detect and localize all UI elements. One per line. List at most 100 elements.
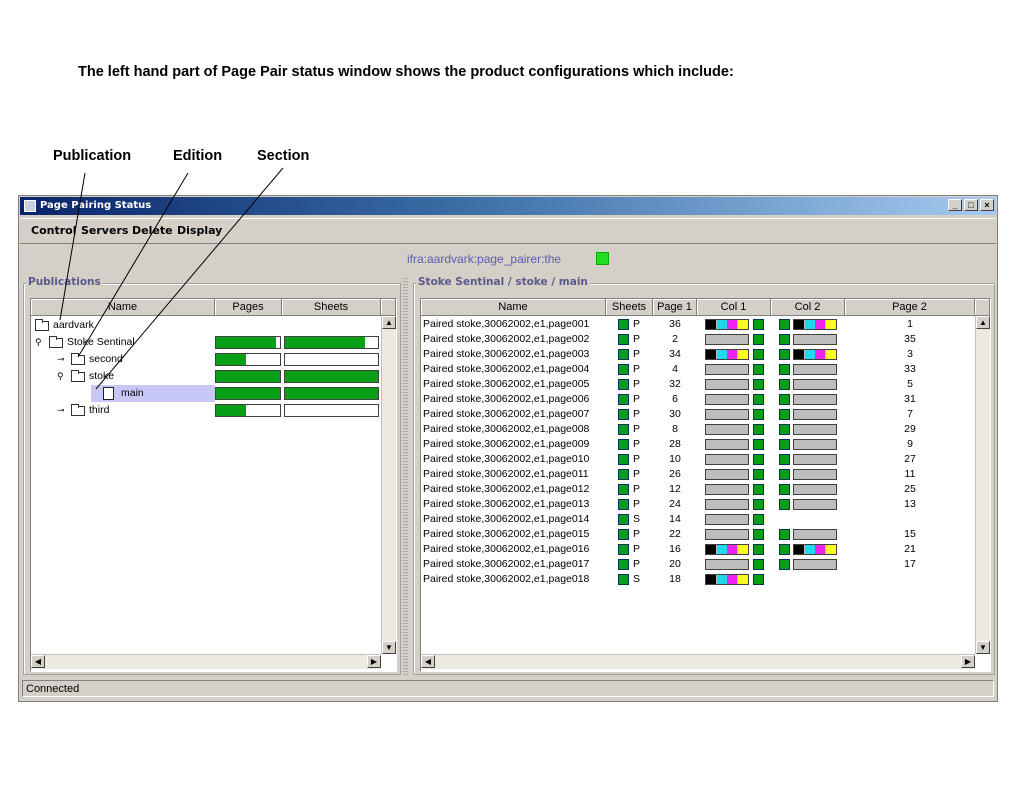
sheet-status-icon [618, 469, 629, 480]
publications-horizontal-scrollbar[interactable]: ◀ ▶ [31, 654, 381, 669]
expanded-node-icon[interactable]: ⚲ [35, 337, 42, 347]
col2-plates [793, 394, 837, 405]
collapsed-node-icon[interactable]: ⊸ [57, 405, 65, 415]
detail-horizontal-scrollbar[interactable]: ◀ ▶ [421, 654, 975, 669]
tree-node-label[interactable]: third [89, 404, 110, 416]
publications-vertical-scrollbar[interactable]: ▲ ▼ [381, 316, 396, 654]
column-header-page2[interactable]: Page 2 [845, 299, 975, 316]
menu-delete[interactable]: Delete [132, 224, 173, 237]
status-bar: Connected [22, 680, 994, 697]
column-header-col2[interactable]: Col 2 [771, 299, 845, 316]
minimize-button[interactable]: _ [948, 199, 962, 211]
page1-number: 36 [669, 318, 681, 330]
sheets-progress-fill [285, 337, 365, 348]
column-header-name[interactable]: Name [31, 299, 215, 316]
pages-progress-bar [215, 353, 281, 366]
scroll-down-icon[interactable]: ▼ [976, 641, 990, 654]
app-icon [24, 200, 36, 212]
yellow-plate [825, 320, 836, 329]
sheet-type: P [633, 498, 641, 510]
tree-node-label[interactable]: main [121, 387, 144, 399]
maximize-button[interactable]: □ [964, 199, 978, 211]
title-bar[interactable]: Page Pairing Status _ □ × [20, 197, 996, 215]
sheet-status-icon [618, 349, 629, 360]
sheet-status-icon [618, 439, 629, 450]
scroll-left-icon[interactable]: ◀ [31, 655, 45, 668]
tree-row[interactable]: ⚲ Stoke Sentinal [31, 334, 381, 351]
page-pair-name: Paired stoke,30062002,e1,page011 [423, 468, 589, 480]
publications-label: Publications [26, 276, 103, 288]
pages-progress-bar [215, 387, 281, 400]
page2-number: 33 [904, 363, 916, 375]
col2-plates [793, 544, 837, 555]
col1-plates [705, 529, 749, 540]
expanded-node-icon[interactable]: ⚲ [57, 371, 64, 381]
scroll-left-icon[interactable]: ◀ [421, 655, 435, 668]
column-header-sheets[interactable]: Sheets [606, 299, 653, 316]
sheet-type: P [633, 438, 641, 450]
yellow-plate [737, 350, 748, 359]
page2-number: 9 [907, 438, 913, 450]
sheet-type: P [633, 528, 641, 540]
tree-node-label[interactable]: aardvark [53, 319, 94, 331]
split-pane-divider[interactable] [403, 276, 408, 676]
tree-node-label[interactable]: second [89, 353, 123, 365]
col1-plates [705, 544, 749, 555]
page2-number: 7 [907, 408, 913, 420]
tree-row[interactable]: ⚲ stoke [31, 368, 381, 385]
col2-status-icon [779, 499, 790, 510]
sheet-type: P [633, 318, 641, 330]
collapsed-node-icon[interactable]: ⊸ [57, 354, 65, 364]
sheet-type: P [633, 408, 641, 420]
page-pair-name: Paired stoke,30062002,e1,page014 [423, 513, 590, 525]
sheet-type: P [633, 558, 641, 570]
close-button[interactable]: × [980, 199, 994, 211]
scroll-up-icon[interactable]: ▲ [976, 316, 990, 329]
magenta-plate [727, 350, 737, 359]
tree-row[interactable]: main [31, 385, 381, 402]
col1-plates [705, 334, 749, 345]
magenta-plate [815, 320, 825, 329]
scroll-right-icon[interactable]: ▶ [961, 655, 975, 668]
page2-number: 3 [907, 348, 913, 360]
col1-plates [705, 424, 749, 435]
menu-control[interactable]: Control [31, 224, 77, 237]
scroll-up-icon[interactable]: ▲ [382, 316, 396, 329]
tree-node-label[interactable]: stoke [89, 370, 115, 382]
tree-row[interactable]: ⊸ second [31, 351, 381, 368]
column-header-sheets[interactable]: Sheets [282, 299, 381, 316]
scroll-right-icon[interactable]: ▶ [367, 655, 381, 668]
column-header-page1[interactable]: Page 1 [653, 299, 697, 316]
menu-display[interactable]: Display [177, 224, 223, 237]
tree-row[interactable]: ⊸ third [31, 402, 381, 419]
tree-node-label[interactable]: Stoke Sentinal [67, 336, 135, 348]
magenta-plate [727, 575, 737, 584]
tree-row[interactable]: aardvark [31, 317, 381, 334]
column-header-col1[interactable]: Col 1 [697, 299, 771, 316]
column-header-name[interactable]: Name [421, 299, 606, 316]
detail-vertical-scrollbar[interactable]: ▲ ▼ [975, 316, 990, 654]
column-header-corner [975, 299, 990, 316]
column-header-pages[interactable]: Pages [215, 299, 282, 316]
col1-status-icon [753, 409, 764, 420]
scroll-down-icon[interactable]: ▼ [382, 641, 396, 654]
menu-servers[interactable]: Servers [81, 224, 129, 237]
